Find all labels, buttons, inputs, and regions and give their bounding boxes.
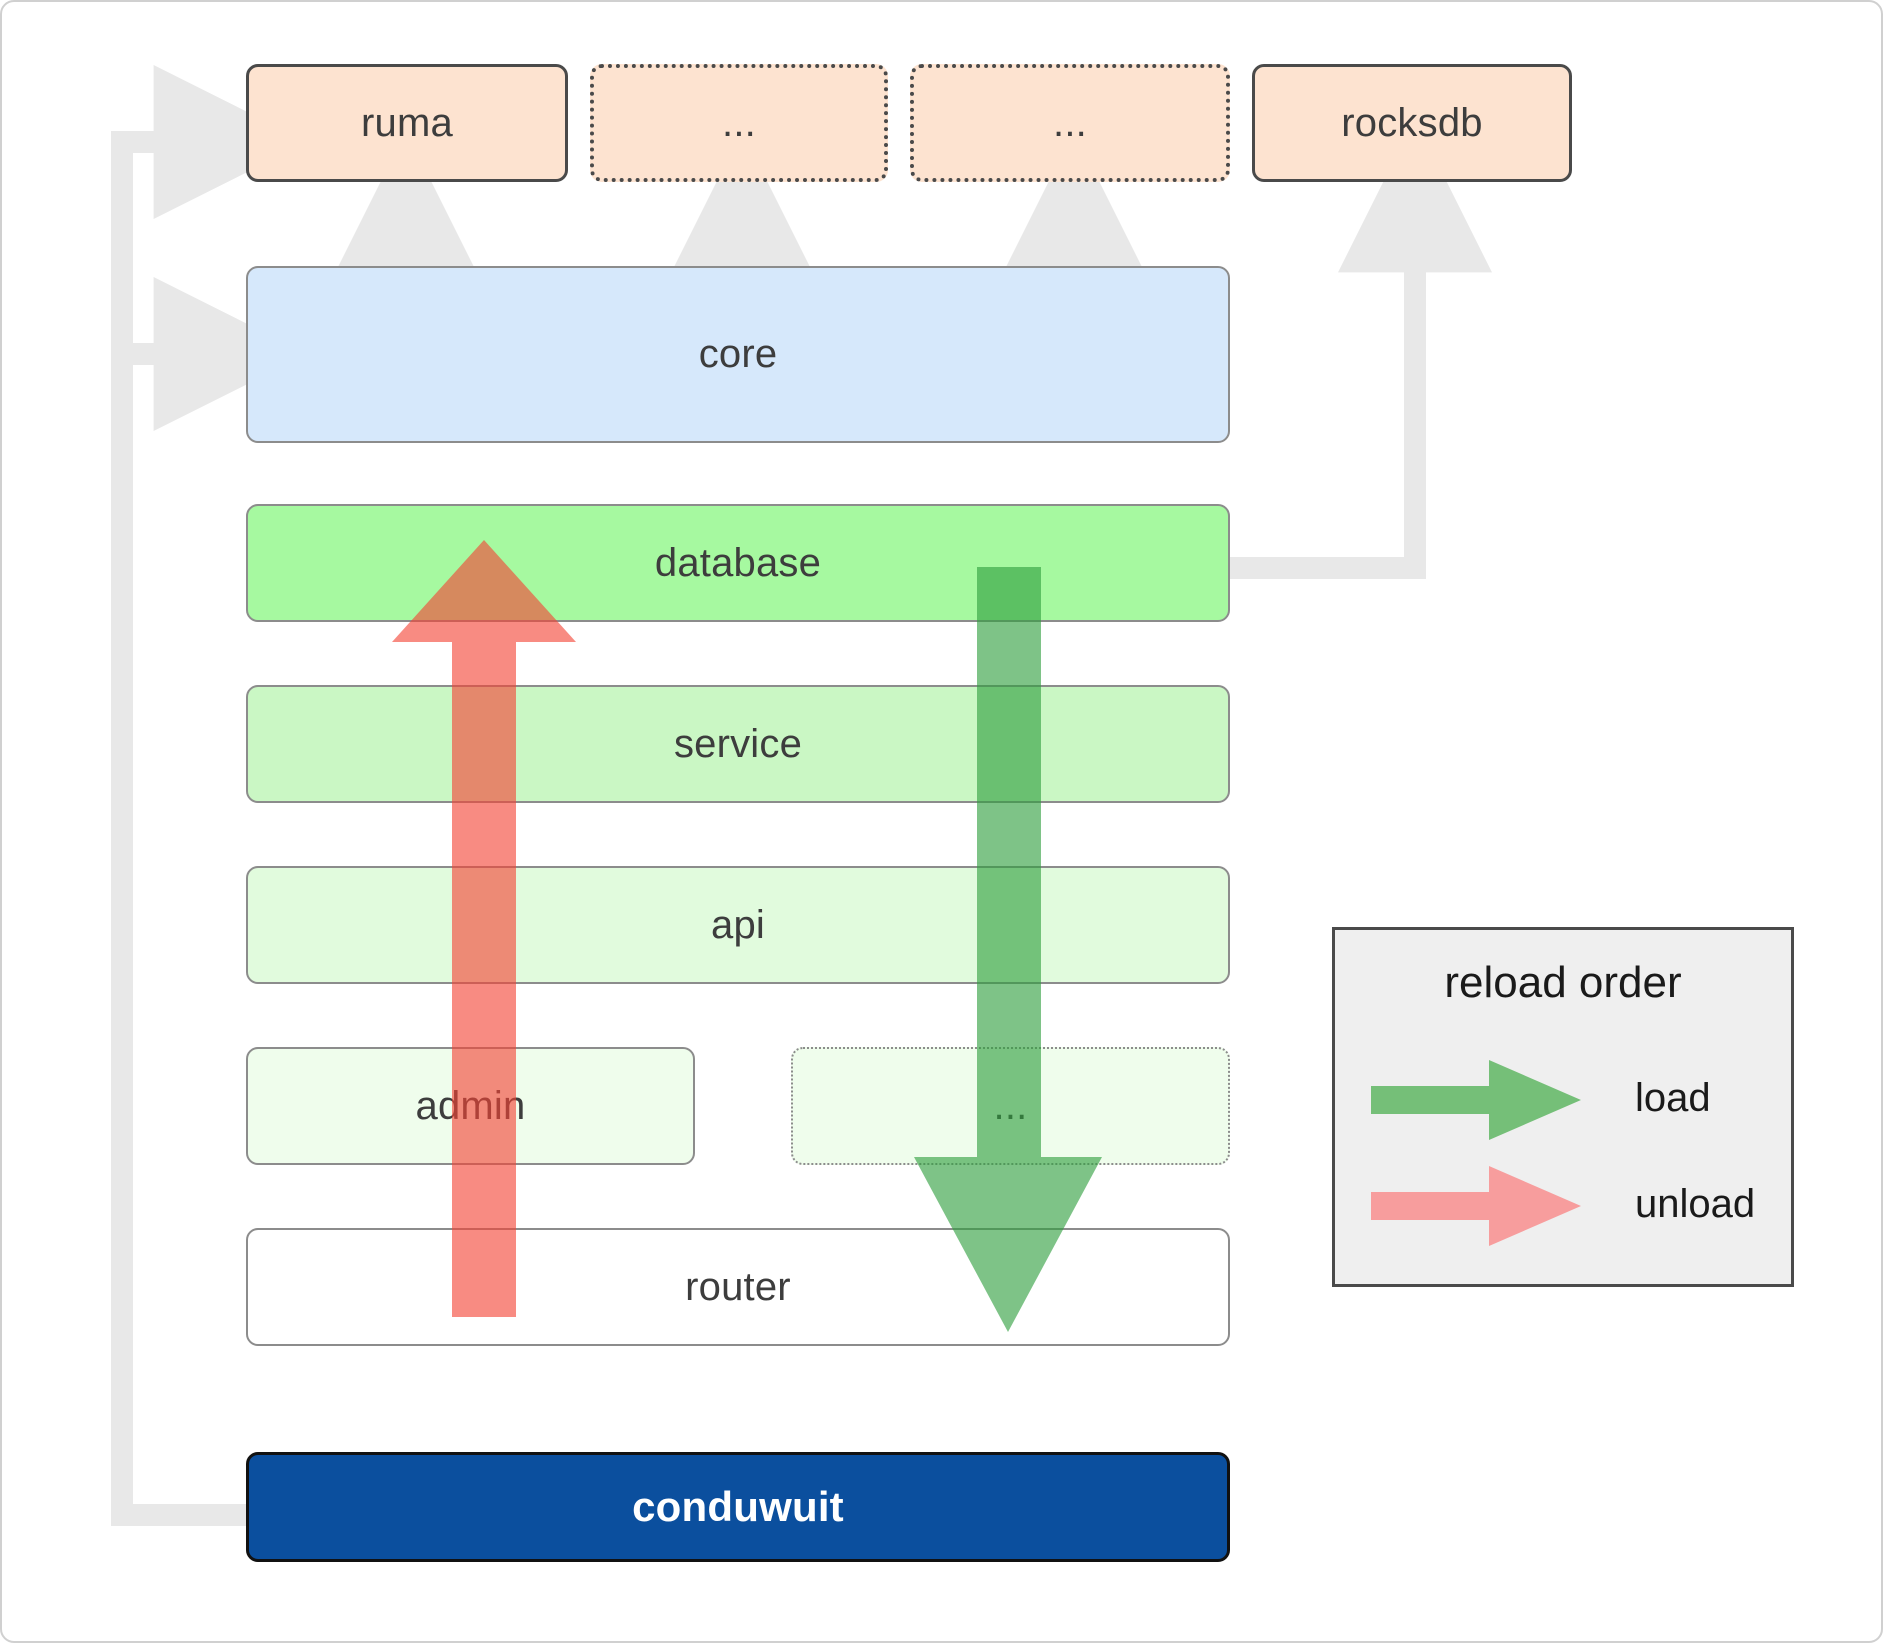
root-label: conduwuit: [632, 1483, 844, 1530]
legend-title: reload order: [1444, 958, 1682, 1007]
legend-panel: reload order load unload: [1332, 927, 1794, 1287]
layer-label: core: [698, 332, 778, 376]
layer-label: admin: [415, 1083, 526, 1128]
legend-row-load: load: [1335, 1060, 1791, 1140]
dependency-label: ruma: [361, 100, 453, 145]
dependency-box-ruma[interactable]: ruma: [246, 64, 568, 182]
layer-box-more[interactable]: ...: [791, 1047, 1230, 1165]
layer-box-core[interactable]: core: [246, 266, 1230, 443]
root-box-conduwuit[interactable]: conduwuit: [246, 1452, 1230, 1562]
layer-box-api[interactable]: api: [246, 866, 1230, 984]
layer-label: router: [685, 1264, 791, 1309]
legend-label-unload: unload: [1635, 1182, 1756, 1226]
layer-box-admin[interactable]: admin: [246, 1047, 695, 1165]
connector-database-to-rocksdb: [1230, 118, 1492, 579]
dependency-box-rocksdb[interactable]: rocksdb: [1252, 64, 1572, 182]
layer-label: database: [654, 540, 822, 585]
dependency-label: rocksdb: [1341, 100, 1483, 145]
unload-arrow-icon: [1371, 1166, 1581, 1246]
dependency-label: ...: [722, 100, 756, 145]
layer-label: api: [711, 902, 765, 947]
dependency-box-more-1[interactable]: ...: [590, 64, 888, 182]
dependency-label: ...: [1053, 100, 1087, 145]
layer-box-router[interactable]: router: [246, 1228, 1230, 1346]
legend-label-load: load: [1635, 1076, 1711, 1120]
load-arrow-icon: [1371, 1060, 1581, 1140]
layer-label: service: [673, 721, 803, 766]
layer-box-database[interactable]: database: [246, 504, 1230, 622]
dependency-box-more-2[interactable]: ...: [910, 64, 1230, 182]
connector-conduwuit-to-ruma: [111, 65, 308, 1526]
layer-label: ...: [993, 1083, 1028, 1128]
layer-box-service[interactable]: service: [246, 685, 1230, 803]
legend-row-unload: unload: [1335, 1166, 1791, 1246]
